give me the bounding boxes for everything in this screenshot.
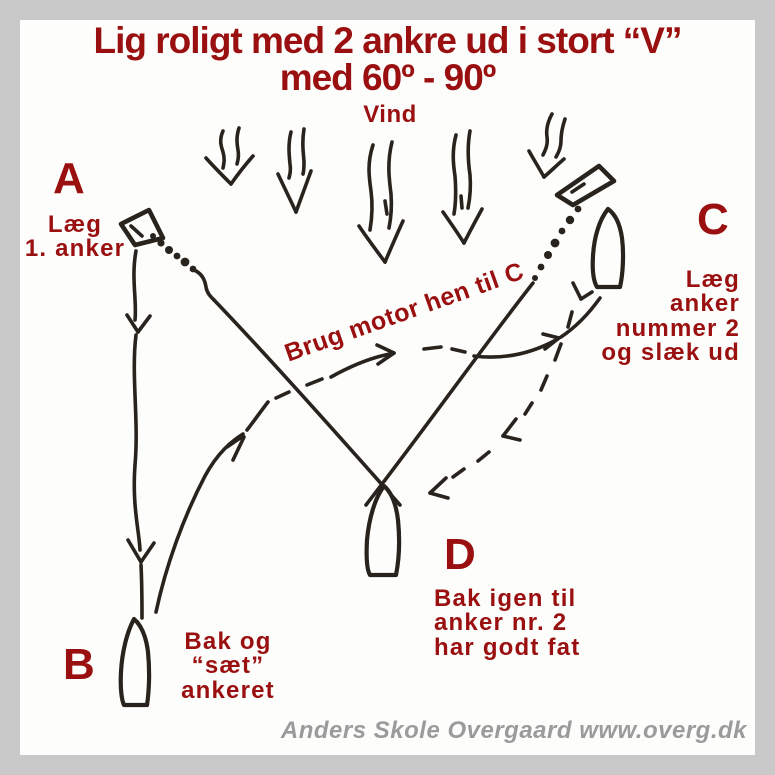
boat-icon	[590, 206, 626, 290]
step-letter-d: D	[444, 530, 477, 579]
title-line-1: Lig roligt med 2 ankre ud i stort “V”	[93, 20, 683, 61]
anchor-chain	[150, 233, 197, 273]
boat-icon	[364, 483, 402, 578]
caption-line: “sæt”	[191, 652, 265, 680]
anchor-rode-c-d	[364, 281, 535, 507]
backing-path-line	[428, 281, 594, 500]
wind-label: Vind	[363, 101, 417, 128]
motor-path-line	[154, 296, 602, 614]
step-caption-c: Læg anker nummer 2 og slæk ud	[550, 266, 740, 367]
caption-line: 1. anker	[24, 235, 126, 263]
step-letter-a: A	[53, 154, 86, 203]
drift-line-a-b	[125, 249, 156, 620]
caption-line: anker	[669, 290, 740, 318]
caption-line: har godt fat	[434, 633, 581, 661]
caption-line: og slæk ud	[601, 339, 740, 367]
wind-arrow-icon	[441, 129, 484, 245]
page-title: Lig roligt med 2 ankre ud i stort “V” me…	[20, 22, 755, 96]
caption-line: Læg	[685, 266, 740, 293]
wind-arrow-icon	[527, 112, 567, 179]
credit-text: Anders Skole Overgaard www.overg.dk	[280, 717, 747, 744]
wind-arrow-icon	[276, 127, 313, 214]
anchor-icon	[554, 163, 617, 208]
caption-line: Bak igen til	[434, 585, 577, 612]
anchor-rode-a-d	[194, 269, 402, 507]
step-letter-c: C	[697, 195, 730, 244]
boat-icon	[118, 616, 152, 708]
anchor-chain	[532, 205, 582, 281]
step-caption-a: Læg 1. anker	[0, 211, 150, 263]
step-letter-b: B	[63, 640, 96, 689]
step-caption-d: Bak igen til anker nr. 2 har godt fat	[434, 585, 684, 661]
caption-line: ankeret	[181, 676, 275, 704]
caption-line: nummer 2	[615, 314, 740, 342]
title-line-2: med 60º - 90º	[279, 57, 497, 98]
wind-arrow-icon	[357, 140, 405, 264]
caption-line: anker nr. 2	[434, 609, 568, 637]
caption-line: Læg	[47, 211, 103, 238]
wind-arrow-icon	[204, 126, 255, 186]
step-caption-b: Bak og “sæt” ankeret	[158, 628, 298, 704]
caption-line: Bak og	[184, 628, 272, 655]
